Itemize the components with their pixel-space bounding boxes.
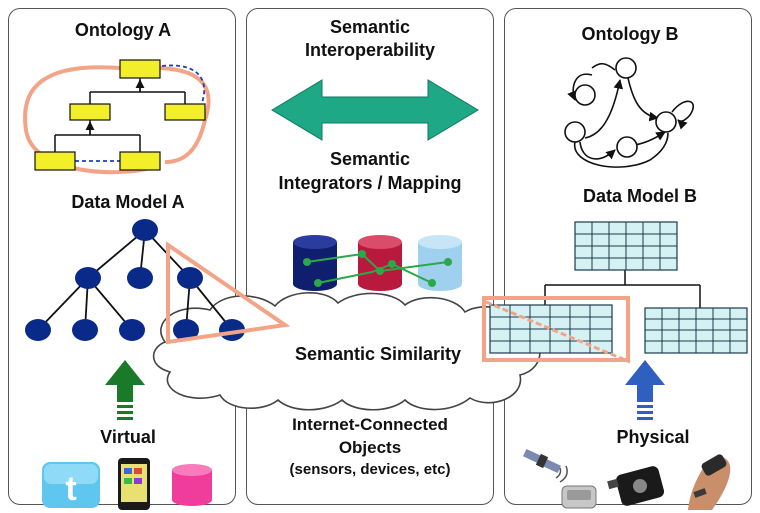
data-model-b-title: Data Model B xyxy=(582,186,697,206)
tree-node xyxy=(72,319,98,341)
semantic-similarity-cloud xyxy=(152,292,541,411)
integrators-label-line2: Integrators / Mapping xyxy=(278,173,462,193)
highlight-diagonal xyxy=(485,300,631,364)
data-model-a-title: Data Model A xyxy=(71,192,185,212)
integrators-label-line1: Semantic xyxy=(329,149,411,169)
ontology-a-class-box xyxy=(164,103,206,121)
integrator-databases xyxy=(293,235,462,291)
interoperability-label-line2: Interoperability xyxy=(304,40,436,60)
data-model-a-tree xyxy=(25,219,291,345)
database-navy-icon xyxy=(293,235,337,291)
ontology-a-class-box xyxy=(119,151,161,171)
tree-node xyxy=(119,319,145,341)
interoperability-label-line1: Semantic xyxy=(329,17,411,37)
ontology-b-node xyxy=(574,84,596,106)
ontology-b-node xyxy=(655,111,677,133)
tree-node xyxy=(177,267,203,289)
left-panel xyxy=(8,8,236,505)
ontology-a-class-box xyxy=(69,103,111,121)
physical-label: Physical xyxy=(616,427,690,447)
satellite-icon xyxy=(523,448,568,483)
wearable-sensor-icon xyxy=(607,466,665,506)
wrist-sensor-icon xyxy=(688,454,731,510)
ontology-b-node xyxy=(564,121,586,143)
ontology-a-graph xyxy=(23,59,211,175)
table-top xyxy=(574,221,678,271)
data-model-b-tables xyxy=(482,221,748,364)
ontology-b-graph xyxy=(564,57,695,168)
tree-node xyxy=(173,319,199,341)
highlight-table-box xyxy=(482,296,630,362)
physical-up-arrow xyxy=(625,360,665,420)
objects-label-line1: Internet-Connected xyxy=(292,415,448,434)
objects-label-line3: (sensors, devices, etc) xyxy=(289,461,451,478)
table-right xyxy=(644,307,748,354)
virtual-label: Virtual xyxy=(100,427,156,447)
ontology-a-class-box xyxy=(119,59,161,79)
smartphone-icon xyxy=(118,458,150,510)
ontology-a-class-box xyxy=(34,151,76,171)
tree-node xyxy=(25,319,51,341)
highlight-triangle xyxy=(166,241,291,345)
twitter-logo-icon: t xyxy=(42,462,100,508)
semantic-similarity-label: Semantic Similarity xyxy=(294,344,462,364)
ontology-b-node xyxy=(616,136,638,158)
table-left xyxy=(489,304,613,354)
svg-text:t: t xyxy=(65,470,76,508)
interoperability-double-arrow xyxy=(271,79,479,141)
virtual-up-arrow xyxy=(105,360,145,420)
tree-node xyxy=(75,267,101,289)
ontology-a-orange-link xyxy=(23,65,151,175)
tree-node xyxy=(127,267,153,289)
objects-label-line2: Objects xyxy=(338,438,402,457)
pink-database-icon xyxy=(172,464,212,506)
ontology-b-title: Ontology B xyxy=(581,24,679,44)
ontology-b-node xyxy=(615,57,637,79)
ontology-a-title: Ontology A xyxy=(74,20,172,40)
ontology-a-dashed-link xyxy=(161,64,206,109)
tree-node xyxy=(132,219,158,241)
gps-device-icon xyxy=(561,485,597,509)
